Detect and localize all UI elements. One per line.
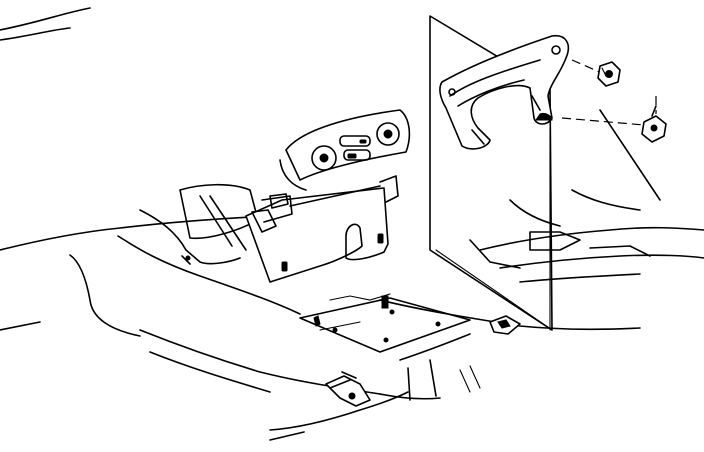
- bolt: [641, 105, 667, 143]
- floor-panel: [0, 7, 704, 441]
- floor-mounting-plate: [299, 297, 471, 353]
- center-console-bracket: [245, 175, 399, 283]
- floor-bolt: [381, 295, 389, 309]
- seat-belt-buckle: [325, 371, 371, 407]
- instrument-panel-controls: [279, 109, 411, 191]
- anchor-clip: [489, 315, 521, 335]
- rear-bracket: [439, 34, 570, 150]
- nut: [597, 61, 621, 87]
